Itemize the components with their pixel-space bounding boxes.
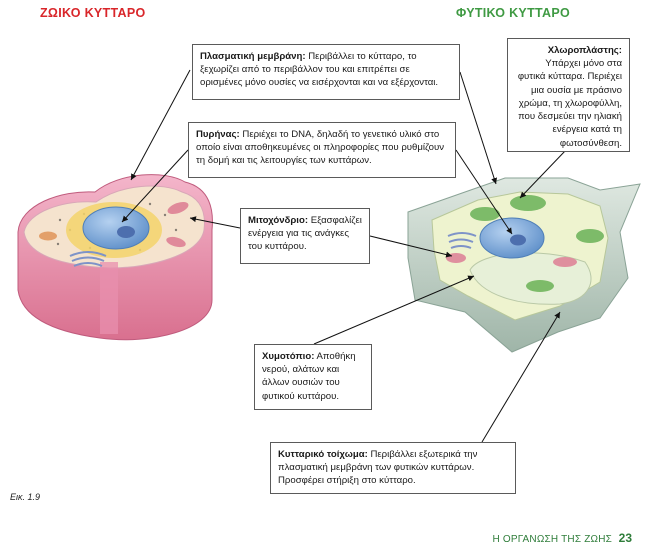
mitochondrion-callout: Μιτοχόνδριο: Εξασφαλίζει ενέργεια για τι… bbox=[240, 208, 370, 264]
footer-page-number: 23 bbox=[618, 531, 632, 545]
footer-chapter-title: Η ΟΡΓΑΝΩΣΗ ΤΗΣ ΖΩΗΣ bbox=[492, 534, 612, 545]
nucleus-text: Περιέχει το DNA, δηλαδή το γενετικό υλικ… bbox=[196, 129, 445, 167]
mitochondrion-term: Μιτοχόνδριο: bbox=[248, 215, 309, 226]
plant-cell-heading: ΦΥΤΙΚΟ ΚΥΤΤΑΡΟ bbox=[456, 6, 571, 20]
cell-wall-text: Περιβάλλει εξωτερικά την πλασματική μεμβ… bbox=[278, 449, 478, 487]
animal-cell-illustration bbox=[17, 174, 213, 341]
animal-cell-heading: ΖΩΙΚΟ ΚΥΤΤΑΡΟ bbox=[40, 6, 146, 20]
cell-wall-term: Κυτταρικό τοίχωμα: bbox=[278, 449, 368, 460]
nucleus-callout: Πυρήνας: Περιέχει το DNA, δηλαδή το γενε… bbox=[188, 122, 456, 178]
figure-label: Εικ. 1.9 bbox=[10, 492, 41, 502]
nucleus-term: Πυρήνας: bbox=[196, 129, 240, 140]
pointer-arrows bbox=[121, 69, 567, 443]
chloroplast-term: Χλωροπλάστης: bbox=[547, 45, 622, 56]
plasma-membrane-callout: Πλασματική μεμβράνη: Περιβάλλει το κύττα… bbox=[192, 44, 460, 100]
vacuole-callout: Χυμοτόπιο: Αποθήκη νερού, αλάτων και άλλ… bbox=[254, 344, 372, 410]
vacuole-text: Αποθήκη νερού, αλάτων και άλλων ουσιών τ… bbox=[262, 351, 356, 402]
vacuole-term: Χυμοτόπιο: bbox=[262, 351, 315, 362]
chloroplast-callout: Χλωροπλάστης: Υπάρχει μόνο στα φυτικά κύ… bbox=[507, 38, 630, 152]
plasma-membrane-term: Πλασματική μεμβράνη: bbox=[200, 51, 306, 62]
plant-cell-illustration bbox=[407, 177, 641, 353]
mitochondrion-text: Εξασφαλίζει ενέργεια για τις ανάγκες του… bbox=[248, 215, 362, 253]
plasma-membrane-text: Περιβάλλει το κύτταρο, το ξεχωρίζει από … bbox=[200, 51, 439, 89]
chloroplast-text: Υπάρχει μόνο στα φυτικά κύτταρα. Περιέχε… bbox=[517, 58, 622, 149]
cell-wall-callout: Κυτταρικό τοίχωμα: Περιβάλλει εξωτερικά … bbox=[270, 442, 516, 494]
